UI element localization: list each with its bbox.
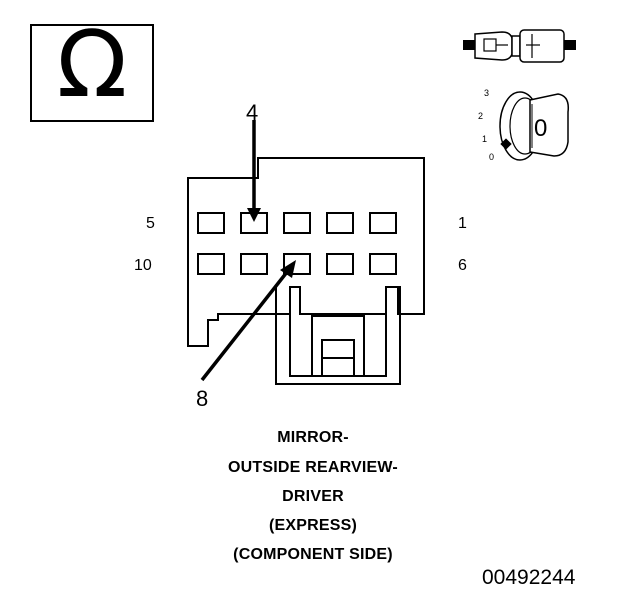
key-face-label: 0	[534, 115, 548, 142]
callout-8: 8	[196, 386, 209, 411]
key-position-3: 3	[484, 88, 490, 98]
ignition-key-icon	[499, 91, 570, 161]
key-position-1: 1	[482, 134, 488, 144]
arrow-8-head	[280, 260, 296, 278]
connector-plug-icon	[463, 29, 576, 63]
arrow-4-head	[247, 208, 261, 222]
cavity-2	[326, 212, 354, 234]
connector-body	[187, 157, 425, 385]
pin-label-6: 6	[458, 257, 467, 274]
part-number: 00492244	[482, 566, 576, 589]
cavity-5	[197, 212, 225, 234]
pin-label-10: 10	[134, 257, 152, 274]
key-position-2: 2	[478, 111, 484, 121]
cavity-10	[197, 253, 225, 275]
caption-line-4: (EXPRESS)	[268, 517, 358, 534]
cavity-6	[369, 253, 397, 275]
ohm-glyph: Ω	[56, 11, 128, 118]
caption-line-3: DRIVER	[282, 488, 344, 505]
ohm-symbol-icon	[30, 24, 154, 122]
caption-line-2: OUTSIDE REARVIEW-	[228, 459, 398, 476]
arrow-8-line	[200, 270, 289, 382]
cavity-3	[283, 212, 311, 234]
cavity-9	[240, 253, 268, 275]
caption-line-5: (COMPONENT SIDE)	[233, 546, 393, 563]
callout-arrows	[200, 120, 296, 382]
cavity-7	[326, 253, 354, 275]
pin-label-5: 5	[146, 215, 155, 232]
cavity-1	[369, 212, 397, 234]
caption-line-1: MIRROR-	[277, 429, 349, 446]
callout-4: 4	[246, 100, 259, 125]
key-position-0: 0	[489, 152, 495, 162]
pin-label-1: 1	[458, 215, 467, 232]
